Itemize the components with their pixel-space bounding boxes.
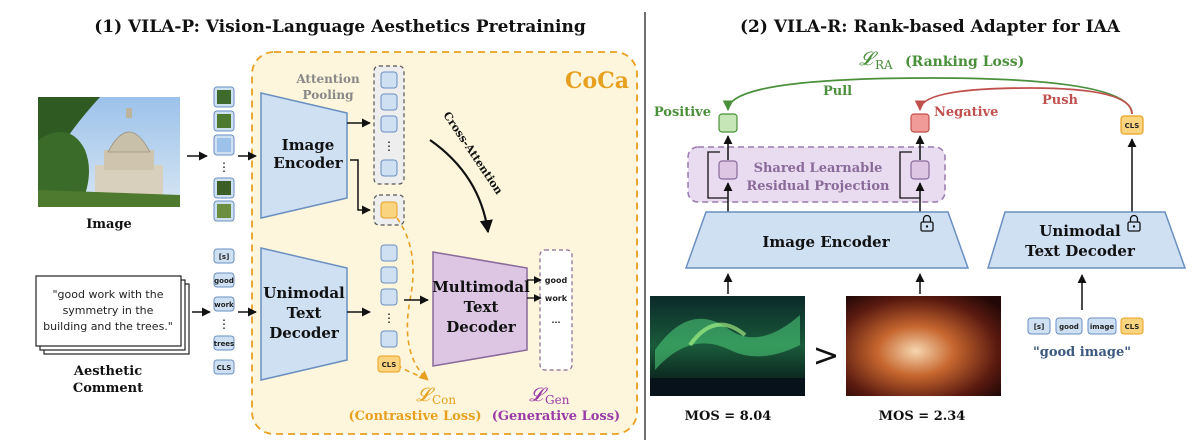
ra-loss-sub: RA <box>875 58 893 72</box>
image-patches: ⋮ <box>213 86 235 222</box>
pull-label: Pull <box>823 84 852 99</box>
encoder-to-cls-arrow <box>350 159 371 215</box>
ranking-loss-label: (Ranking Loss) <box>905 54 1024 70</box>
left-projection-unit <box>718 160 738 180</box>
greater-than-sign: > <box>813 336 840 374</box>
svg-text:⋮: ⋮ <box>218 160 230 174</box>
comment-label-1: Aesthetic <box>73 364 142 379</box>
pooled-token <box>380 159 398 177</box>
text-cls-token: CLS <box>382 361 397 369</box>
generative-loss-label: (Generative Loss) <box>492 409 620 424</box>
left-unimodal-text-decoder <box>260 247 348 381</box>
unimodal-decoder-label-3: Decoder <box>269 324 340 342</box>
right-image-encoder-label: Image Encoder <box>762 233 890 251</box>
comment-line-1: "good work with the <box>53 288 164 301</box>
con-loss-sub: Con <box>432 393 456 407</box>
right-projection-unit <box>910 160 930 180</box>
prompt-token-row: [s] good image CLS <box>1027 317 1144 335</box>
mos-left: MOS = 8.04 <box>685 409 772 424</box>
mos-right: MOS = 2.34 <box>879 409 966 424</box>
pooled-cls-token <box>380 201 398 219</box>
left-panel-title: (1) VILA-P: Vision-Language Aesthetics P… <box>94 17 586 37</box>
right-residual-loop <box>899 151 920 199</box>
svg-text:⋮: ⋮ <box>383 139 395 153</box>
gen-loss-sub: Gen <box>545 393 570 407</box>
lock-icon <box>1127 214 1141 232</box>
gen-token: work <box>545 294 568 303</box>
left-residual-loop <box>707 151 728 199</box>
text-token: good <box>214 277 234 285</box>
text-token: CLS <box>217 364 232 372</box>
prompt-token: image <box>1090 323 1114 331</box>
prompt-token: CLS <box>1125 323 1140 331</box>
coca-label: CoCa <box>565 68 629 94</box>
contrastive-loss-label: (Contrastive Loss) <box>348 409 481 424</box>
pooled-token <box>380 115 398 133</box>
right-text-decoder-label-2: Text Decoder <box>1025 242 1136 260</box>
negative-label: Negative <box>934 105 998 120</box>
push-arrow <box>914 87 1133 115</box>
aesthetic-comment-card <box>35 275 190 355</box>
text-token-ellipsis: ⋮ <box>218 317 230 331</box>
pooled-token <box>380 93 398 111</box>
svg-text:⋮: ⋮ <box>383 311 395 325</box>
text-token: [s] <box>219 253 230 261</box>
comment-line-3: building and the trees." <box>43 320 173 333</box>
aurora-image <box>650 296 805 396</box>
right-unimodal-text-decoder <box>986 211 1187 269</box>
text-token-column: [s] good work ⋮ trees CLS <box>213 248 235 375</box>
comment-label-2: Comment <box>73 381 143 396</box>
prompt-token: [s] <box>1034 323 1045 331</box>
comment-line-2: symmetry in the <box>63 304 154 317</box>
right-image-encoder <box>684 211 970 269</box>
text-feature-column: ⋮ CLS <box>377 244 401 373</box>
gen-token: ... <box>551 316 560 325</box>
blurry-image <box>846 296 1001 396</box>
pull-arrow <box>722 77 1133 115</box>
left-image-encoder-label-2: Encoder <box>273 154 344 172</box>
right-cls-token: CLS <box>1125 122 1140 130</box>
gen-token: good <box>545 276 568 285</box>
prompt-text: "good image" <box>1033 345 1131 360</box>
input-image <box>38 97 180 207</box>
pooled-token <box>380 71 398 89</box>
attention-pooling-label-1: Attention <box>295 72 360 86</box>
right-text-decoder-label-1: Unimodal <box>1039 222 1121 240</box>
text-token: trees <box>214 340 234 348</box>
lock-icon <box>920 214 934 232</box>
attention-pooling-label-2: Pooling <box>303 88 355 102</box>
prompt-token: good <box>1059 323 1079 331</box>
multimodal-label-2: Text <box>464 298 499 316</box>
left-image-encoder-label-1: Image <box>282 136 335 154</box>
unimodal-decoder-label-2: Text <box>287 304 322 322</box>
push-label: Push <box>1042 93 1079 108</box>
shared-projection-label-1: Shared Learnable <box>754 161 883 176</box>
multimodal-text-decoder <box>432 251 528 367</box>
shared-projection-box <box>687 146 946 203</box>
negative-embedding <box>910 113 930 133</box>
image-label: Image <box>86 217 132 232</box>
positive-embedding <box>718 113 738 133</box>
shared-projection-label-2: Residual Projection <box>746 179 890 194</box>
multimodal-label-3: Decoder <box>446 318 517 336</box>
right-panel-title: (2) VILA-R: Rank-based Adapter for IAA <box>740 17 1121 37</box>
positive-label: Positive <box>654 105 711 120</box>
multimodal-label-1: Multimodal <box>432 278 530 296</box>
right-cls-token-box <box>1120 115 1144 135</box>
generated-token-group <box>539 249 573 371</box>
cross-attention-arrow <box>429 139 493 234</box>
unimodal-decoder-label-1: Unimodal <box>263 284 345 302</box>
text-token: work <box>214 301 234 309</box>
left-image-encoder <box>260 92 348 219</box>
